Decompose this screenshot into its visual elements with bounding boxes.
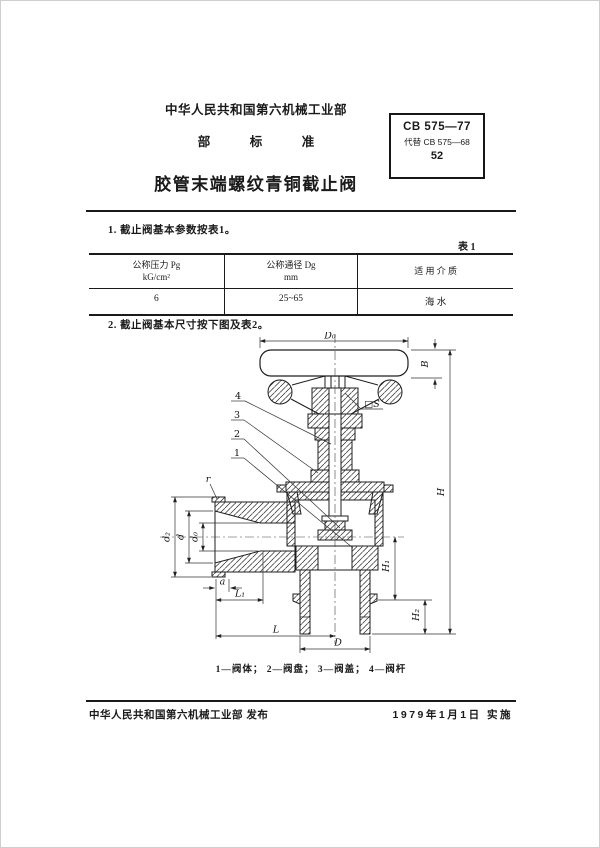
- dimension-lines: [171, 337, 456, 653]
- table-header-pressure: 公称压力 Pg kG/cm²: [89, 255, 225, 290]
- dim-B: B: [420, 360, 431, 368]
- dim-D0: D₀: [323, 332, 336, 342]
- document-title: 胶管末端螺纹青铜截止阀: [154, 175, 358, 194]
- table-header-diameter: 公称通径 Dg mm: [224, 255, 359, 290]
- footer-publisher: 中华人民共和国第六机械工业部 发布: [89, 709, 269, 721]
- dim-L1: L₁: [234, 589, 245, 600]
- table-cell-pressure: 6: [89, 289, 225, 315]
- callout-4: 4: [235, 391, 241, 402]
- standard-type: 部 标 准: [197, 135, 333, 149]
- dim-d0: d₀: [190, 532, 201, 542]
- standard-code-box: CB 575—77 代替 CB 575—68 52: [389, 113, 485, 179]
- standard-code: CB 575—77: [403, 121, 471, 133]
- table-cell-diameter: 25~65: [225, 289, 359, 315]
- dimension-labels: D₀ B H H₁ H₂ d₂ d d₀ a L₁ L D □S r: [162, 332, 448, 649]
- header: 中华人民共和国第六机械工业部 部 标 准 胶管末端螺纹青铜截止阀: [86, 99, 426, 195]
- callout-3: 3: [234, 410, 240, 421]
- dim-H1: H₁: [381, 560, 392, 573]
- callout-1: 1: [234, 448, 240, 459]
- dim-r: r: [206, 474, 212, 485]
- dim-H2: H₂: [411, 609, 422, 622]
- dim-a: a: [220, 577, 226, 588]
- table-1: 公称压力 Pg kG/cm² 公称通径 Dg mm 适 用 介 质 6 25~6…: [89, 253, 513, 317]
- ministry-name: 中华人民共和国第六机械工业部: [164, 103, 347, 117]
- callout-2: 2: [234, 429, 240, 440]
- footer-date: 1979年1月1日 实施: [392, 709, 513, 721]
- dim-square-S: □S: [364, 399, 380, 410]
- dim-d: d: [176, 534, 187, 540]
- dim-d2: d₂: [162, 532, 173, 542]
- dim-L: L: [272, 625, 279, 636]
- page-number: 52: [430, 150, 444, 162]
- clause-2: 2. 截止阀基本尺寸按下图及表2。: [108, 320, 269, 331]
- clause-1: 1. 截止阀基本参数按表1。: [108, 225, 236, 236]
- valve-drawing: D₀ B H H₁ H₂ d₂ d d₀ a L₁ L D □S r 4: [160, 332, 456, 653]
- table-header-medium: 适 用 介 质: [358, 255, 513, 290]
- centerlines: [160, 334, 404, 644]
- dim-H: H: [436, 487, 447, 497]
- dim-D: D: [333, 638, 342, 649]
- table-1-caption: 表 1: [458, 242, 476, 253]
- footer-divider: [86, 700, 516, 702]
- figure-caption: 1—阀体； 2—阀盘； 3—阀盖； 4—阀杆: [215, 665, 407, 675]
- part-callouts: 4 3 2 1: [231, 391, 354, 549]
- table-cell-medium: 海 水: [424, 298, 447, 309]
- handwheel: [259, 349, 409, 415]
- replaced-standard: 代替 CB 575—68: [404, 137, 470, 147]
- header-divider: [86, 210, 516, 212]
